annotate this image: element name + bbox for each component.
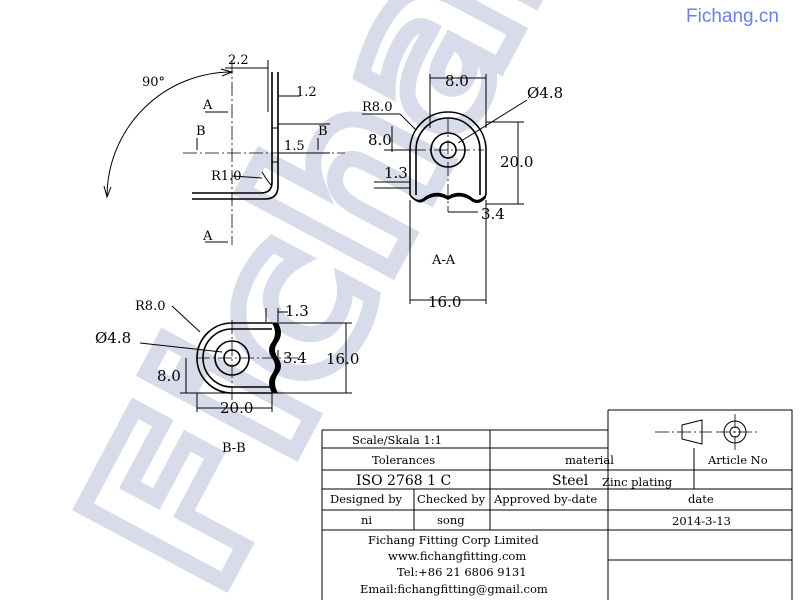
bb-hole-label: Ø4.8 [95, 329, 131, 347]
section-aa-view: 8.0 R8.0 Ø4.8 8.0 20.0 1.3 3.4 16.0 A-A [362, 72, 563, 311]
tb-checked-value: song [437, 513, 465, 527]
aa-section-label: A-A [431, 253, 456, 268]
aa-dim-height-value: 20.0 [500, 153, 533, 171]
tb-article-header: Article No [707, 453, 768, 467]
aa-outline [409, 111, 487, 195]
radius-label: R1.0 [211, 169, 241, 184]
dim-mid-value: 1.5 [284, 139, 305, 154]
bb-radius-label: R8.0 [135, 299, 165, 314]
bb-dim-height-value: 16.0 [326, 350, 359, 368]
dim-top-value: 2.2 [228, 53, 249, 68]
tb-approved-header: Approved by-date [493, 492, 597, 506]
aa-dim-thick-value: 1.3 [384, 164, 408, 182]
aa-dim-top-value: 8.0 [445, 72, 469, 90]
tb-scale: Scale/Skala 1:1 [352, 433, 442, 447]
bb-dim-left-value: 8.0 [157, 367, 181, 385]
bb-hole-leader [139, 342, 223, 353]
tb-date-value: 2014-3-13 [672, 514, 731, 528]
bracket-profile-inner [192, 72, 279, 200]
aa-section-hatch [410, 193, 486, 204]
tb-material-header: material [565, 453, 614, 467]
bracket-rib-lines [272, 127, 278, 163]
tb-email: Email:fichangfitting@gmail.com [360, 582, 548, 596]
section-bb-view: R8.0 1.3 Ø4.8 3.4 16.0 8.0 20.0 B-B [95, 299, 359, 456]
tb-checked-header: Checked by [417, 492, 486, 506]
angle-arc [106, 71, 233, 198]
side-view: 90° 2.2 1.2 1.5 R1.0 A A B B [103, 53, 345, 245]
aa-radius-label: R8.0 [362, 100, 392, 115]
tb-tolerance-value: ISO 2768 1 C [356, 473, 451, 489]
title-block: Scale/Skala 1:1 Tolerances material Arti… [321, 409, 793, 600]
brand-logo-text: Fichang.cn [686, 6, 779, 27]
tb-frame [321, 409, 793, 600]
aa-dim-left-value: 8.0 [368, 131, 392, 149]
section-b-right: B [318, 124, 328, 139]
bend-leader [261, 171, 273, 187]
tb-tolerances-header: Tolerances [372, 453, 435, 467]
aa-dim-slot-value: 3.4 [481, 205, 505, 223]
radius-leader [231, 175, 263, 179]
aa-radius-leader [399, 113, 417, 131]
aa-hole-label: Ø4.8 [527, 84, 563, 102]
tb-date-header: date [688, 492, 714, 506]
dim-right-value: 1.2 [296, 85, 317, 100]
bb-dim-slot-value: 3.4 [283, 349, 307, 367]
section-a-top: A [202, 98, 213, 113]
tb-finish-value: Zinc plating [602, 475, 673, 489]
aa-dim-width-value: 16.0 [428, 293, 461, 311]
tb-company: Fichang Fitting Corp Limited [368, 533, 539, 547]
bb-section-label: B-B [222, 441, 246, 456]
bb-dim-thick-value: 1.3 [285, 302, 309, 320]
angle-label: 90° [142, 75, 165, 90]
tb-tel: Tel:+86 21 6806 9131 [397, 565, 527, 579]
section-b-left: B [196, 124, 206, 139]
tb-designed-value: ni [361, 513, 372, 527]
section-a-bottom: A [202, 229, 213, 244]
bb-dim-width-value: 20.0 [220, 399, 253, 417]
tb-designed-header: Designed by [330, 492, 403, 506]
tb-website: www.fichangfitting.com [388, 549, 526, 563]
bracket-profile-outer [192, 72, 273, 194]
angle-arrow-bottom [103, 185, 112, 199]
tb-material-value: Steel [552, 473, 589, 489]
bb-radius-leader [171, 305, 201, 333]
projection-symbol-icon [655, 414, 760, 450]
